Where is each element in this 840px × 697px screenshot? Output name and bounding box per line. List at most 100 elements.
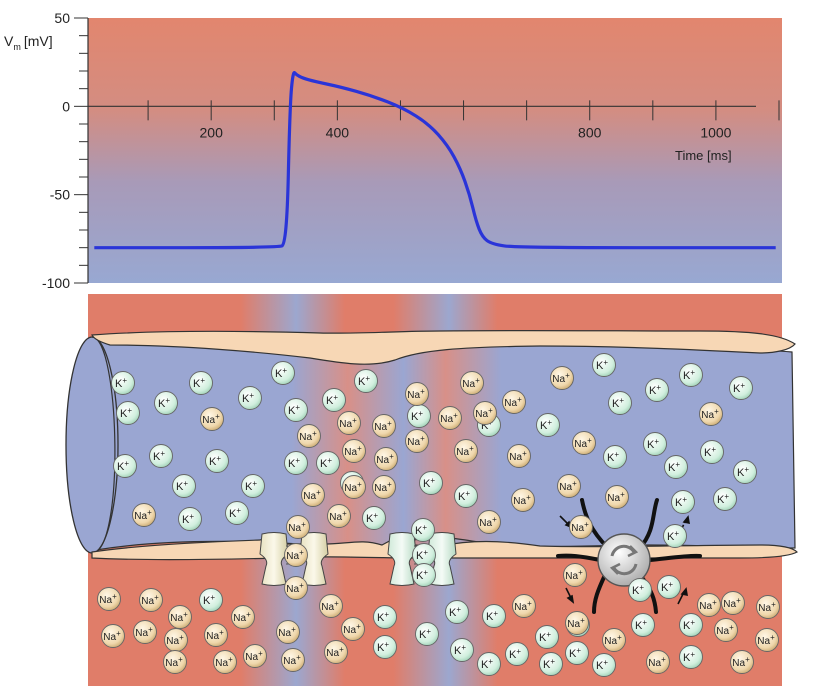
potassium-ion: K+	[284, 451, 308, 475]
sodium-ion: Na+	[327, 504, 351, 528]
sodium-ion: Na+	[132, 503, 156, 527]
sodium-ion: Na+	[507, 444, 531, 468]
potassium-ion: K+	[362, 506, 386, 530]
potassium-ion: K+	[154, 391, 178, 415]
potassium-ion: K+	[116, 401, 140, 425]
sodium-ion: Na+	[550, 366, 574, 390]
sodium-ion: Na+	[286, 515, 310, 539]
sodium-ion: Na+	[231, 605, 255, 629]
potassium-ion: K+	[316, 451, 340, 475]
sodium-ion: Na+	[405, 429, 429, 453]
potassium-ion: K+	[205, 449, 229, 473]
x-axis-label: Time [ms]	[675, 148, 732, 163]
y-axis-label-unit: [mV]	[24, 33, 53, 49]
top-membrane	[91, 329, 796, 365]
potassium-ion: K+	[700, 440, 724, 464]
y-axis-label: Vm[mV]	[4, 33, 53, 52]
sodium-ion: Na+	[101, 624, 125, 648]
sodium-ion: Na+	[646, 650, 670, 674]
sodium-ion: Na+	[301, 483, 325, 507]
sodium-ion: Na+	[730, 650, 754, 674]
potassium-ion: K+	[373, 605, 397, 629]
potassium-ion: K+	[445, 600, 469, 624]
potassium-ion: K+	[657, 575, 681, 599]
potassium-ion: K+	[178, 507, 202, 531]
sodium-ion: Na+	[502, 390, 526, 414]
plot-series	[94, 71, 776, 250]
sodium-ion: Na+	[721, 591, 745, 615]
sodium-ion: Na+	[204, 623, 228, 647]
sodium-ion: Na+	[755, 628, 779, 652]
potassium-ion: K+	[412, 543, 436, 567]
potassium-ion: K+	[113, 454, 137, 478]
y-tick-label: 0	[62, 98, 70, 114]
sodium-ion: Na+	[168, 605, 192, 629]
potassium-ion: K+	[322, 388, 346, 412]
potassium-ion: K+	[454, 484, 478, 508]
potassium-ion: K+	[539, 652, 563, 676]
potassium-ion: K+	[477, 652, 501, 676]
ion-channels	[259, 532, 457, 586]
potassium-ion: K+	[592, 353, 616, 377]
potassium-ion: K+	[354, 369, 378, 393]
sodium-potassium-pump	[556, 498, 702, 614]
plot-background	[88, 18, 782, 283]
action-potential-line	[94, 71, 776, 250]
potassium-ion: K+	[729, 376, 753, 400]
potassium-ion: K+	[415, 622, 439, 646]
sodium-ion: Na+	[281, 648, 305, 672]
potassium-ion: K+	[679, 645, 703, 669]
sodium-ion: Na+	[473, 401, 497, 425]
potassium-ion: K+	[664, 455, 688, 479]
sodium-ion: Na+	[319, 594, 343, 618]
potassium-ion: K+	[565, 641, 589, 665]
potassium-ion: K+	[535, 625, 559, 649]
ions: K+ K+ K+ K+ K+ K+ K+ K+ K+ K+ K+ K+ K+ K+ K+ K+ K+ K+ K+ K+…	[97, 353, 780, 677]
sodium-ion: Na+	[324, 640, 348, 664]
svg-text:Vm[mV]: Vm[mV]	[4, 33, 53, 52]
potassium-ion: K+	[671, 490, 695, 514]
sodium-ion: Na+	[563, 563, 587, 587]
sodium-ion: Na+	[284, 576, 308, 600]
potassium-ion: K+	[238, 386, 262, 410]
potassium-ion: K+	[608, 391, 632, 415]
potassium-ion: K+	[111, 371, 135, 395]
potassium-ion: K+	[643, 432, 667, 456]
potassium-ion: K+	[189, 371, 213, 395]
sodium-ion: Na+	[284, 543, 308, 567]
sodium-ion: Na+	[714, 618, 738, 642]
potassium-ion: K+	[407, 404, 431, 428]
sodium-ion: Na+	[374, 447, 398, 471]
potassium-ion: K+	[373, 635, 397, 659]
potassium-ion: K+	[412, 563, 436, 587]
tube-end-rim	[91, 336, 116, 554]
sodium-ion: Na+	[372, 475, 396, 499]
sodium-ion: Na+	[454, 439, 478, 463]
y-tick-label: -50	[50, 187, 70, 203]
potassium-ion: K+	[505, 642, 529, 666]
sodium-ion: Na+	[342, 475, 366, 499]
potassium-ion: K+	[631, 613, 655, 637]
sodium-ion: Na+	[756, 595, 780, 619]
potassium-ion: K+	[713, 487, 737, 511]
sodium-ion: Na+	[557, 474, 581, 498]
sodium-ion: Na+	[511, 488, 535, 512]
x-tick-label: 1000	[700, 124, 731, 140]
sodium-ion: Na+	[297, 424, 321, 448]
potassium-ion: K+	[679, 613, 703, 637]
sodium-ion: Na+	[565, 611, 589, 635]
sodium-ion: Na+	[97, 587, 121, 611]
potassium-ion: K+	[482, 604, 506, 628]
potassium-ion: K+	[592, 653, 616, 677]
sodium-ion: Na+	[341, 617, 365, 641]
recycle-arrows-icon	[609, 544, 639, 576]
sodium-ion: Na+	[405, 382, 429, 406]
sodium-ion: Na+	[605, 485, 629, 509]
x-tick-label: 200	[200, 124, 224, 140]
sodium-ion: Na+	[164, 628, 188, 652]
potassium-ion: K+	[199, 588, 223, 612]
cell-membrane-diagram: K+ K+ K+ K+ K+ K+ K+ K+ K+ K+ K+ K+ K+ K+ K+ K+ K+ K+ K+ K+…	[65, 294, 798, 686]
